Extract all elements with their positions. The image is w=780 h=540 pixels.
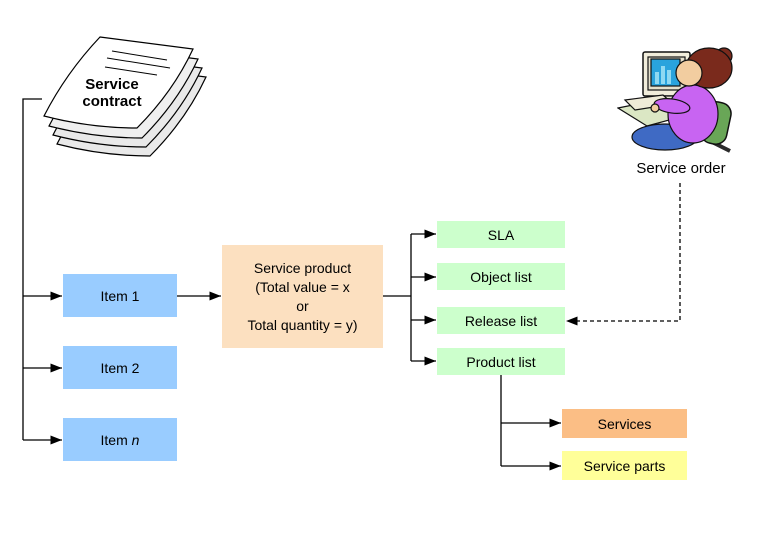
product-line-3: or (296, 297, 309, 314)
dashed-arrow-order-to-release-list (566, 183, 681, 326)
person-body (667, 84, 719, 144)
sla-box: SLA (437, 221, 565, 248)
product-list-box: Product list (437, 348, 565, 375)
paper-text-lines (104, 50, 171, 76)
item-n-prefix: Item (100, 431, 128, 448)
services-box: Services (562, 409, 687, 438)
release-list-box: Release list (437, 307, 565, 334)
service-parts-box: Service parts (562, 451, 687, 480)
item-n-variable: n (131, 431, 140, 448)
service-product-box: Service product (Total value = x or Tota… (222, 245, 383, 348)
person-face (675, 59, 703, 87)
person-hand (650, 103, 660, 113)
item-n-box: Item n (63, 418, 177, 461)
product-line-4: Total quantity = y) (247, 316, 358, 333)
service-contract-label-line1: Service (85, 76, 139, 93)
paper-sheet-top (43, 36, 194, 129)
service-contract-paper-stack-icon (43, 36, 207, 157)
service-contract-label-line2: contract (82, 93, 142, 110)
product-line-1: Service product (253, 259, 352, 276)
service-contract-label: Service contract (58, 76, 166, 110)
screen-bar-chart-icon (655, 66, 671, 84)
contract-trunk-line (22, 98, 42, 440)
service-order-label: Service order (636, 160, 726, 177)
person-at-computer-icon (617, 47, 733, 153)
item-1-box: Item 1 (63, 274, 177, 317)
item-2-box: Item 2 (63, 346, 177, 389)
object-list-box: Object list (437, 263, 565, 290)
product-line-2: (Total value = x (255, 278, 350, 295)
